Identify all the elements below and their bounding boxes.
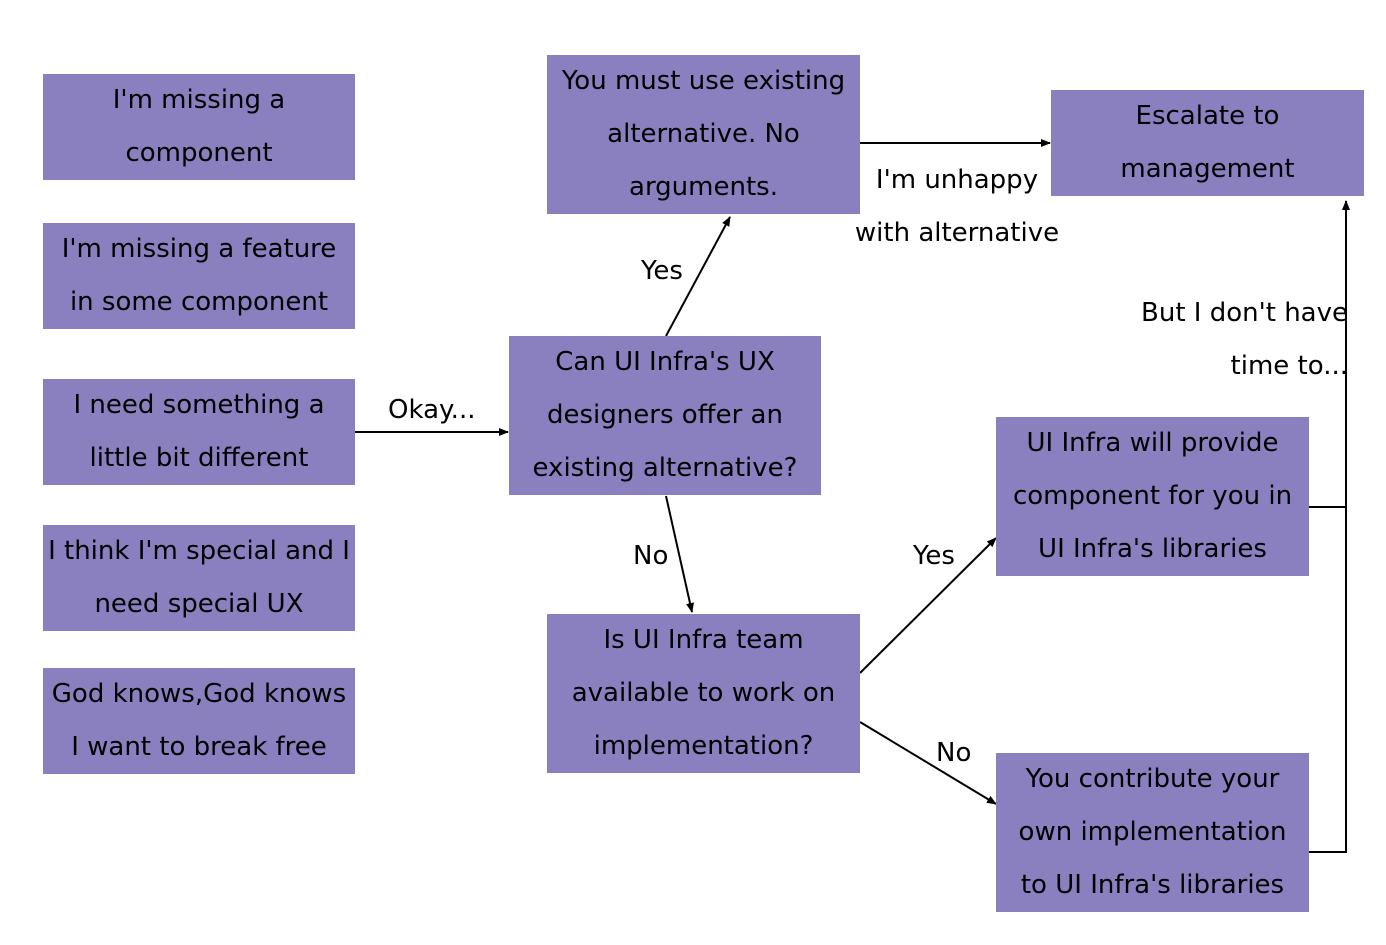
label-yes-alternative: Yes <box>641 256 683 286</box>
node-escalate: Escalate to management <box>1051 90 1364 196</box>
arrow-no-available <box>859 721 997 805</box>
label-no-time: But I don't have time to... <box>1141 298 1348 381</box>
node-you-contribute: You contribute your own implementation t… <box>996 753 1309 912</box>
label-yes-available: Yes <box>913 541 955 571</box>
node-can-offer-alternative: Can UI Infra's UX designers offer an exi… <box>509 336 821 495</box>
node-something-different: I need something a little bit different <box>43 379 355 485</box>
arrow-no-time <box>1309 200 1350 853</box>
node-special-ux: I think I'm special and I need special U… <box>43 525 355 631</box>
label-okay: Okay... <box>388 395 476 425</box>
node-infra-provides: UI Infra will provide component for you … <box>996 417 1309 576</box>
node-must-use-alternative: You must use existing alternative. No ar… <box>547 55 860 214</box>
arrow-yes-available <box>859 537 997 674</box>
node-break-free: God knows,God knows I want to break free <box>43 668 355 774</box>
node-missing-component: I'm missing a component <box>43 74 355 180</box>
arrow-no-alternative <box>665 495 694 613</box>
node-missing-feature: I'm missing a feature in some component <box>43 223 355 329</box>
label-no-alternative: No <box>633 541 669 571</box>
label-unhappy: I'm unhappy with alternative <box>854 165 1060 248</box>
node-team-available: Is UI Infra team available to work on im… <box>547 614 860 773</box>
label-no-available: No <box>936 738 972 768</box>
arrow-yes-alternative <box>665 216 731 337</box>
